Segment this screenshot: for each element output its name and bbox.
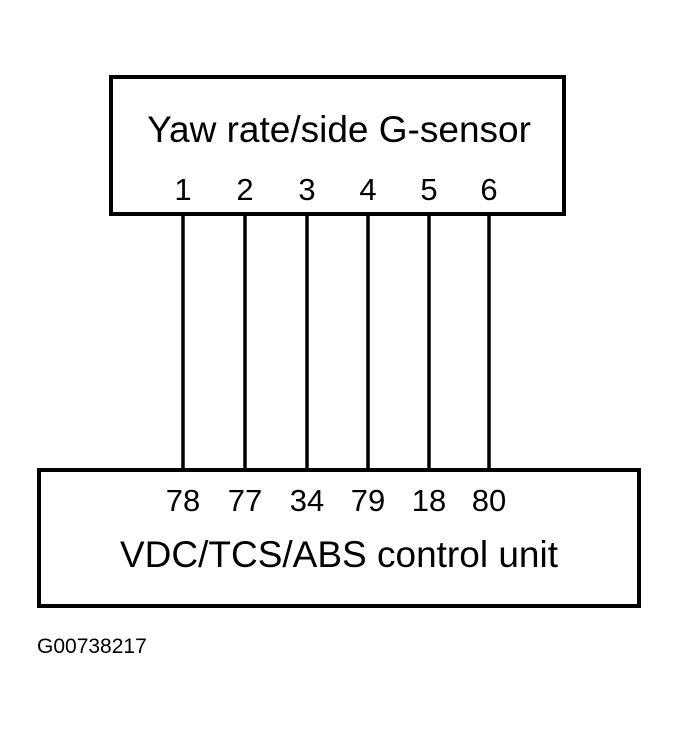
control-unit-label: VDC/TCS/ABS control unit xyxy=(120,534,559,575)
control-unit-box xyxy=(37,468,641,608)
sensor-pin-2: 2 xyxy=(236,172,253,207)
sensor-pin-3: 3 xyxy=(298,172,315,207)
sensor-pin-5: 5 xyxy=(420,172,437,207)
sensor-pin-1: 1 xyxy=(174,172,191,207)
figure-id: G00738217 xyxy=(37,635,147,658)
control-unit-pin-80: 80 xyxy=(472,483,506,518)
control-unit-pin-78: 78 xyxy=(166,483,200,518)
control-unit-pin-77: 77 xyxy=(228,483,262,518)
sensor-label: Yaw rate/side G-sensor xyxy=(147,109,531,150)
sensor-box xyxy=(109,75,566,216)
control-unit-pin-18: 18 xyxy=(412,483,446,518)
control-unit-pin-34: 34 xyxy=(290,483,324,518)
control-unit-pin-79: 79 xyxy=(351,483,385,518)
sensor-pin-6: 6 xyxy=(480,172,497,207)
sensor-pin-4: 4 xyxy=(359,172,376,207)
